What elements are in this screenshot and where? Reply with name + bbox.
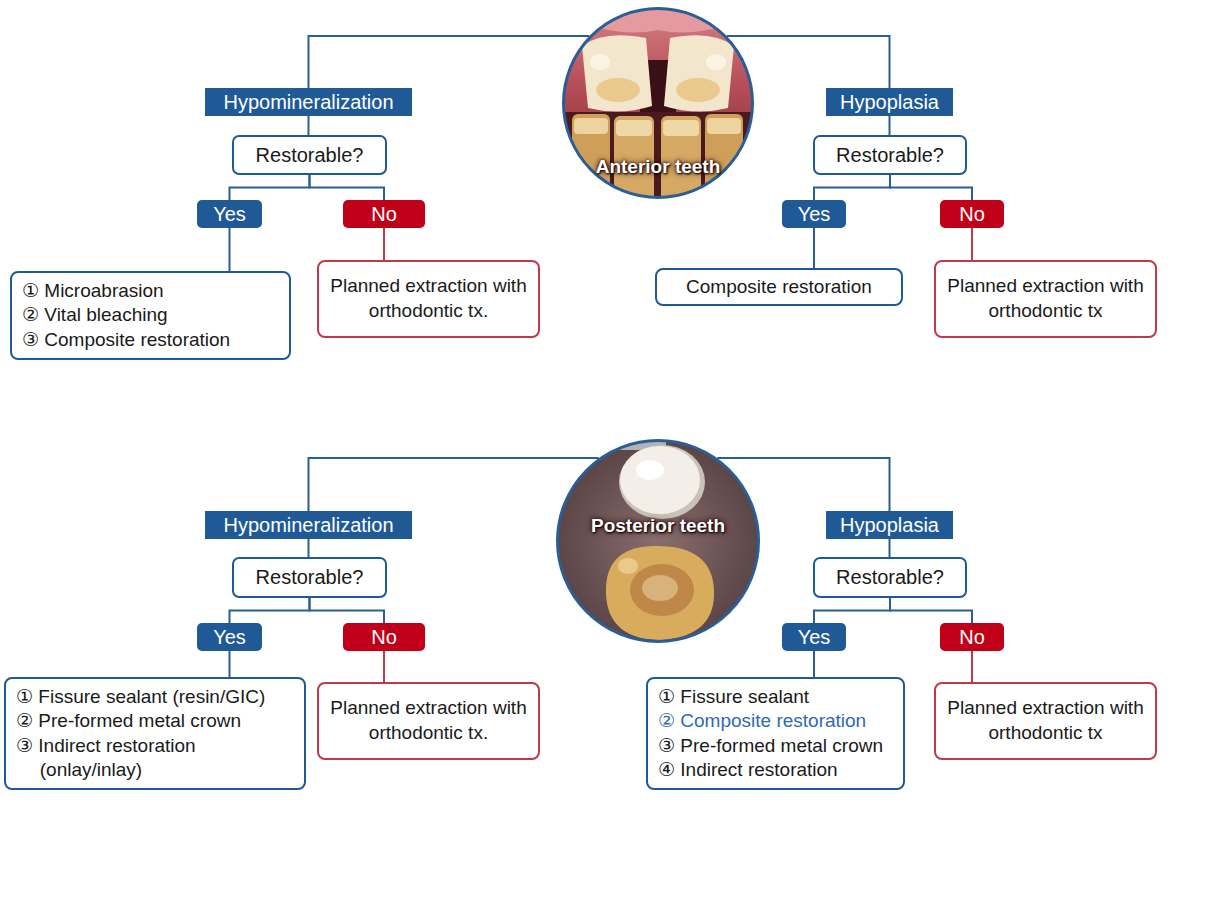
category-tag: Hypomineralization [205,88,412,116]
anterior-photo [556,0,762,212]
list-item: ② Pre-formed metal crown [16,709,294,733]
no-text: No [959,203,985,226]
no-label: No [343,200,425,228]
yes-label: Yes [197,200,262,228]
connector-line [383,228,385,260]
connector-line [889,539,891,557]
connector-line [814,598,890,623]
decision-box: Restorable? [813,135,967,175]
no-text: No [371,203,397,226]
category-tag: Hypomineralization [205,511,412,539]
extraction-text: Planned extraction with orthodontic tx. [329,274,528,323]
connector-line [971,228,973,260]
list-item: ② Vital bleaching [22,303,279,327]
connector-line [308,539,310,557]
connector-line [971,651,973,682]
decision-text: Restorable? [256,566,364,589]
category-text: Hypomineralization [223,91,393,114]
list-item: ④ Indirect restoration [658,758,893,782]
treatment-box: Composite restoration [655,268,903,306]
connector-line [229,651,231,677]
list-item: ③ Composite restoration [22,328,279,352]
extraction-text: Planned extraction with orthodontic tx [946,696,1145,745]
list-item: ① Fissure sealant (resin/GIC) [16,685,294,709]
connector-line [309,458,599,511]
connector-line [230,598,310,623]
yes-text: Yes [213,626,246,649]
decision-text: Restorable? [836,144,944,167]
posterior-photo [550,435,766,649]
decision-box: Restorable? [232,135,387,175]
no-text: No [959,626,985,649]
extraction-box: Planned extraction with orthodontic tx [934,682,1157,760]
yes-label: Yes [782,200,846,228]
yes-text: Yes [213,203,246,226]
connector-line [717,458,889,511]
no-label: No [940,623,1004,651]
decision-box: Restorable? [813,557,967,598]
connector-line [309,36,590,88]
extraction-text: Planned extraction with orthodontic tx. [329,696,528,745]
photo-caption: Posterior teeth [559,515,757,537]
extraction-box: Planned extraction with orthodontic tx. [317,682,540,760]
decision-text: Restorable? [836,566,944,589]
yes-label: Yes [782,623,846,651]
treatment-list: ① Fissure sealant② Composite restoration… [646,677,905,790]
extraction-text: Planned extraction with orthodontic tx [946,274,1145,323]
connector-line [814,175,890,200]
connector-line [310,598,385,623]
connector-line [229,228,231,271]
yes-text: Yes [798,203,831,226]
list-item: ① Fissure sealant [658,685,893,709]
photo-circle: Posterior teeth [556,439,760,643]
connector-line [889,116,891,135]
yes-text: Yes [798,626,831,649]
category-tag: Hypoplasia [826,511,953,539]
no-label: No [343,623,425,651]
list-item: ③ Indirect restoration (onlay/inlay) [16,734,294,783]
treatment-list: ① Fissure sealant (resin/GIC)② Pre-forme… [4,677,306,790]
connector-line [813,228,815,268]
connector-line [813,651,815,677]
connector-line [308,116,310,135]
list-item: ① Microabrasion [22,279,279,303]
category-tag: Hypoplasia [826,88,953,116]
connector-line [383,651,385,682]
category-text: Hypoplasia [840,91,939,114]
connector-line [310,175,385,200]
extraction-box: Planned extraction with orthodontic tx [934,260,1157,338]
category-text: Hypoplasia [840,514,939,537]
photo-circle: Anterior teeth [562,7,754,199]
list-item: ② Composite restoration [658,709,893,733]
decision-text: Restorable? [256,144,364,167]
connector-line [890,598,972,623]
yes-label: Yes [197,623,262,651]
no-text: No [371,626,397,649]
photo-caption: Anterior teeth [565,156,751,178]
list-item: ③ Pre-formed metal crown [658,734,893,758]
treatment-list: ① Microabrasion② Vital bleaching③ Compos… [10,271,291,360]
category-text: Hypomineralization [223,514,393,537]
no-label: No [940,200,1004,228]
connector-line [890,175,972,200]
treatment-text: Composite restoration [686,276,872,298]
decision-box: Restorable? [232,557,387,598]
connector-line [230,175,310,200]
extraction-box: Planned extraction with orthodontic tx. [317,260,540,338]
